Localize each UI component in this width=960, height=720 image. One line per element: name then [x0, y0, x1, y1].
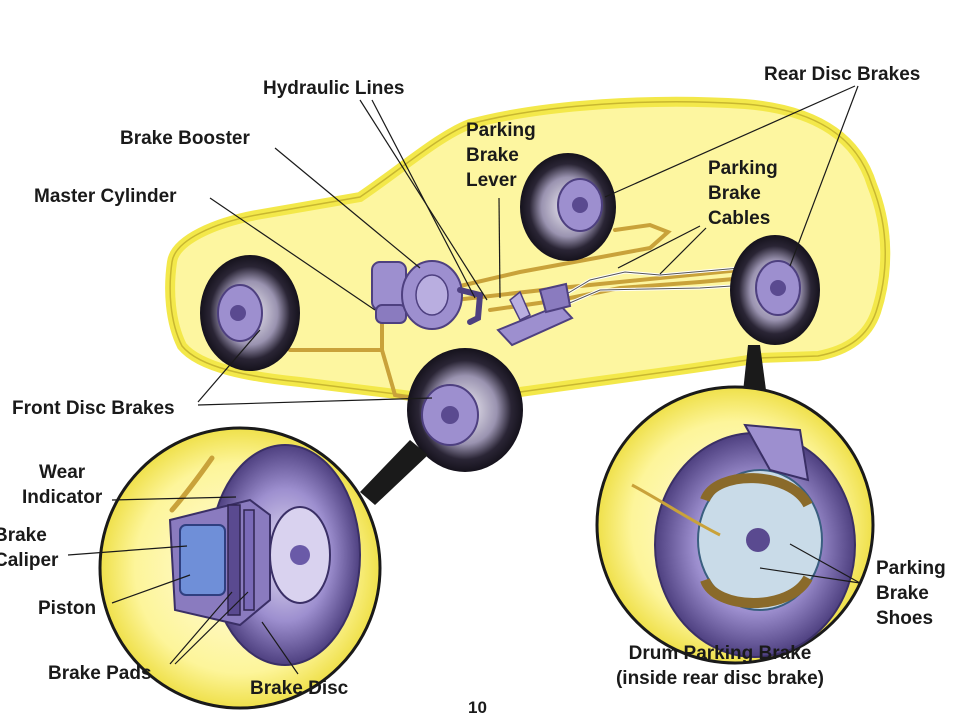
- parking-brake-lever-label-line-3: Lever: [466, 170, 517, 191]
- hydraulic-lines-label: Hydraulic Lines: [263, 78, 405, 99]
- page-number: 10: [468, 698, 487, 717]
- parking-brake-shoes-label-line-2: Brake: [876, 583, 929, 604]
- master-cylinder: [371, 261, 407, 324]
- front-inset-connector: [360, 440, 428, 505]
- leader-lines: [67, 85, 861, 675]
- master-cylinder-label: Master Cylinder: [34, 186, 177, 207]
- piston-label: Piston: [38, 598, 97, 619]
- parking-brake-cables-label: Parking Brake Cables: [708, 156, 778, 231]
- parking-brake-shoes-label-line-3: Shoes: [876, 608, 934, 629]
- wear-indicator-label-line-2: Indicator: [22, 487, 103, 508]
- car-silhouette: [165, 96, 891, 404]
- brake-disc-label: Brake Disc: [250, 678, 349, 699]
- brake-booster-label: Brake Booster: [120, 128, 250, 149]
- drum-parking-brake-label-line-2: (inside rear disc brake): [615, 668, 825, 689]
- brake-caliper-label-line-1: Brake: [0, 525, 47, 546]
- front-left-wheel: [200, 255, 300, 371]
- parking-brake-cables-label-line-2: Brake: [708, 183, 761, 204]
- brake-caliper-label-line-2: Caliper: [0, 550, 59, 571]
- parking-brake-cables-label-line-3: Cables: [708, 208, 771, 229]
- brake-pads-label: Brake Pads: [48, 663, 152, 684]
- rear-left-wheel: [520, 153, 616, 261]
- rear-disc-brakes-label: Rear Disc Brakes: [764, 64, 921, 85]
- drum-parking-brake-label-line-1: Drum Parking Brake: [628, 643, 812, 664]
- rear-right-wheel: [730, 235, 820, 345]
- parking-brake-cables-label-line-1: Parking: [708, 158, 778, 179]
- brake-booster: [401, 260, 484, 330]
- drum-parking-brake-inset: [595, 385, 875, 665]
- parking-brake-lever-label-line-1: Parking: [466, 120, 536, 141]
- parking-brake-lever: [496, 282, 574, 347]
- front-right-wheel: [407, 348, 523, 472]
- parking-brake-lever-label-line-2: Brake: [466, 145, 519, 166]
- parking-brake-shoes-label: Parking Brake Shoes: [876, 556, 946, 631]
- wear-indicator-label-line-1: Wear: [39, 462, 86, 483]
- parking-brake-lever-label: Parking Brake Lever: [466, 118, 536, 193]
- drum-parking-brake-label: Drum Parking Brake (inside rear disc bra…: [600, 641, 840, 691]
- brake-caliper-label: Brake Caliper: [0, 523, 58, 573]
- front-disc-brakes-label: Front Disc Brakes: [12, 398, 175, 419]
- parking-brake-shoes-label-line-1: Parking: [876, 558, 946, 579]
- wear-indicator-label: Wear Indicator: [22, 460, 102, 510]
